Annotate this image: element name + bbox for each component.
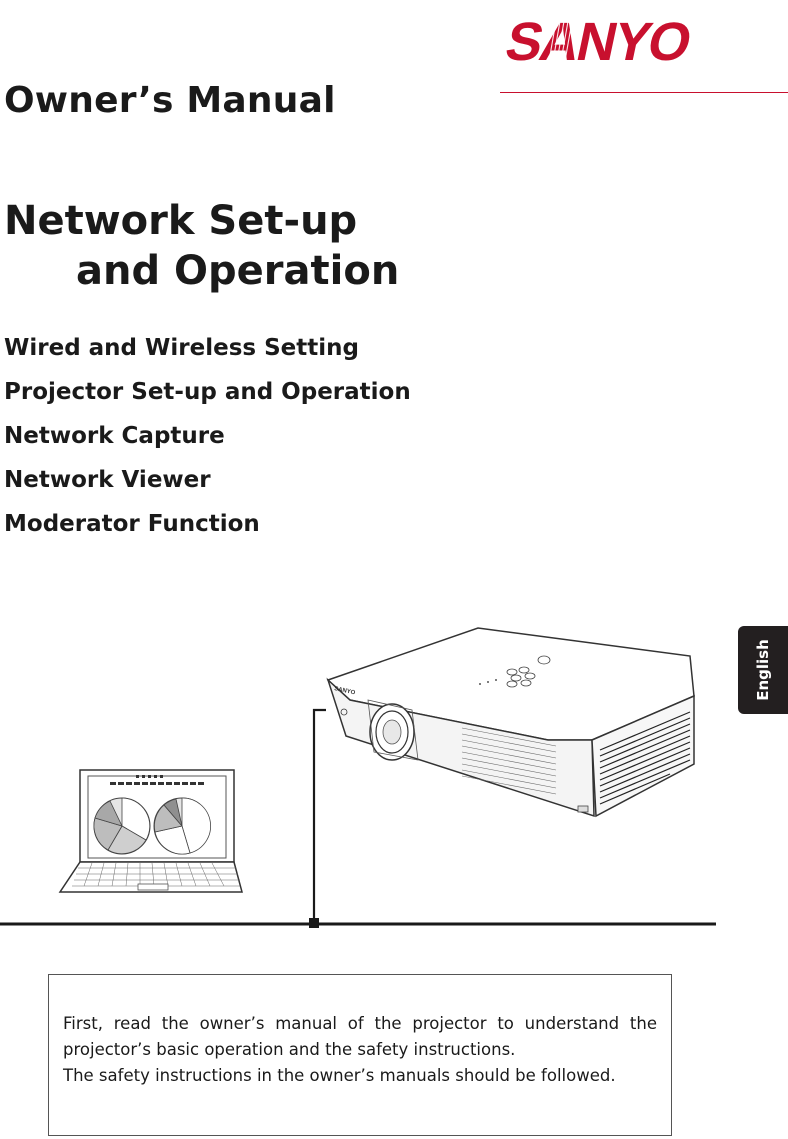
laptop-icon: [58, 769, 243, 893]
topic-item: Projector Set-up and Operation: [4, 379, 411, 405]
sanyo-logo: SANYO: [500, 8, 732, 80]
network-cable: [312, 708, 326, 924]
topic-item: Network Capture: [4, 423, 225, 449]
notice-box: First, read the owner’s manual of the pr…: [48, 974, 672, 1136]
manual-title-line2: and Operation: [76, 248, 400, 294]
projector-icon: SANYO: [326, 627, 695, 818]
logo-wordmark: SANYO: [500, 12, 695, 72]
cable-connector: [309, 918, 319, 928]
topic-item: Wired and Wireless Setting: [4, 335, 359, 361]
logo-divider: [500, 92, 788, 93]
topic-item: Network Viewer: [4, 467, 211, 493]
projector-brand-label: SANYO: [334, 686, 356, 696]
topic-list: Wired and Wireless Setting Projector Set…: [4, 330, 411, 550]
sanyo-logo-graphic: SANYO: [500, 9, 696, 79]
document-type-heading: Owner’s Manual: [4, 80, 336, 121]
manual-title: Network Set-up and Operation: [4, 196, 399, 296]
network-illustration: SANYO: [0, 627, 716, 928]
notice-paragraph-1: First, read the owner’s manual of the pr…: [63, 1014, 657, 1059]
manual-title-line1: Network Set-up: [4, 198, 358, 244]
topic-item: Moderator Function: [4, 511, 260, 537]
language-tab: English: [738, 626, 788, 714]
notice-paragraph-2: The safety instructions in the owner’s m…: [63, 1066, 616, 1085]
